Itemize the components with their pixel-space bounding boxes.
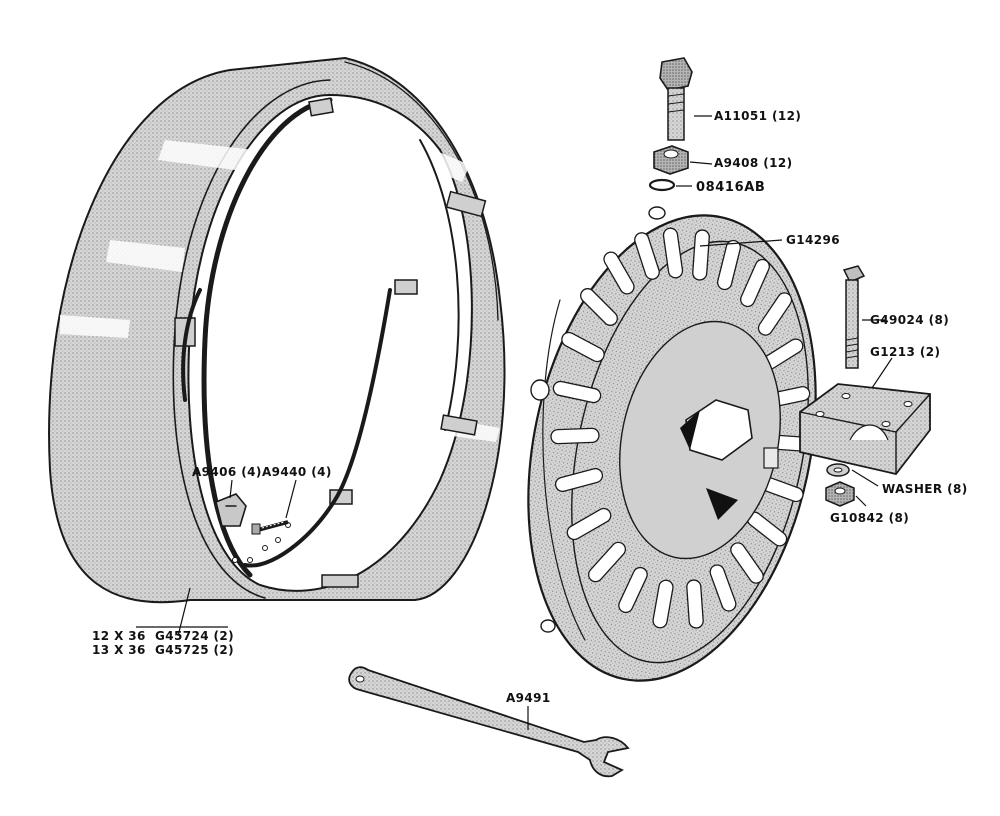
top-bolt: [659, 57, 693, 141]
rim-lug: [321, 574, 359, 588]
top-nut: [653, 145, 689, 175]
callout-labels: A11051 (12) A9408 (12) 08416AB G14296 G4…: [92, 109, 968, 705]
label-washer: WASHER (8): [882, 482, 968, 496]
label-bolt: A11051 (12): [714, 109, 801, 123]
long-bolt: [842, 265, 866, 369]
hex-nut: [825, 481, 855, 507]
top-washer-ring: [648, 178, 676, 192]
rim-lug: [445, 190, 487, 218]
label-clamp: A9406 (4): [192, 465, 262, 479]
rim-lug: [440, 414, 478, 436]
label-block: G1213 (2): [870, 345, 940, 359]
clamp-part: [215, 493, 247, 527]
rim-lug: [394, 279, 418, 295]
wheel-weight-disc: [527, 206, 817, 682]
label-clamp-bolt: A9440 (4): [262, 465, 332, 479]
clamp-block: [799, 383, 931, 476]
rim-highlights: [60, 140, 500, 504]
flat-washer: [826, 463, 850, 477]
rim: [48, 56, 506, 604]
label-rim-line1: 12 X 36 G45724 (2): [92, 629, 234, 643]
label-long-bolt: G49024 (8): [870, 313, 949, 327]
rim-lug: [308, 97, 334, 117]
label-washer-ring: 08416AB: [696, 180, 765, 195]
label-nut: A9408 (12): [714, 156, 793, 170]
label-wrench: A9491: [506, 691, 551, 705]
label-weight: G14296: [786, 233, 840, 247]
wrench: [348, 666, 630, 778]
leader-lines: [177, 115, 893, 730]
label-hex-nut: G10842 (8): [830, 511, 909, 525]
clamp-bolt: [251, 520, 289, 535]
label-rim-line2: 13 X 36 G45725 (2): [92, 643, 234, 657]
